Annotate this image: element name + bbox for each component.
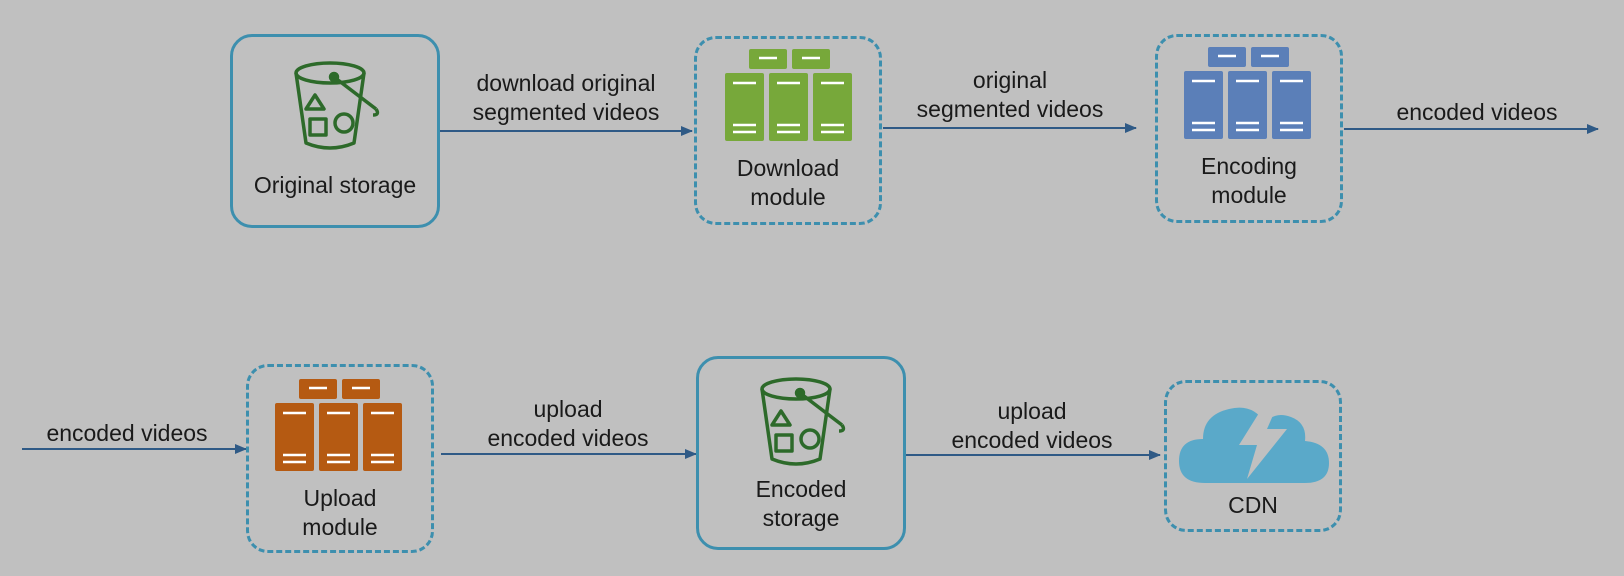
- server-rack-icon: [725, 49, 852, 141]
- bucket-icon: [294, 61, 380, 150]
- encoding-module-label: Encoding module: [1201, 153, 1297, 208]
- cdn-label: CDN: [1228, 492, 1278, 518]
- edge-label-upload-to-cdn: upload encoded videos: [951, 398, 1113, 453]
- server-rack-icon: [1184, 47, 1311, 139]
- encoded-storage-node[interactable]: Encoded storage: [696, 356, 906, 550]
- cdn-node[interactable]: CDN: [1164, 380, 1342, 532]
- original-storage-label: Original storage: [253, 172, 417, 198]
- original-storage-node[interactable]: Original storage: [230, 34, 440, 228]
- edge-label-download: download original segmented videos: [472, 70, 660, 125]
- edge-label-original-segmented: original segmented videos: [916, 67, 1104, 122]
- upload-module-label: Upload module: [302, 485, 378, 540]
- bucket-icon: [760, 377, 846, 466]
- edge-label-upload-to-storage: upload encoded videos: [487, 396, 649, 451]
- upload-module-node[interactable]: Upload module: [246, 364, 434, 553]
- edge-label-encoded-out: encoded videos: [1396, 99, 1558, 125]
- download-module-label: Download module: [736, 155, 840, 210]
- server-rack-icon: [275, 379, 402, 471]
- download-module-node[interactable]: Download module: [694, 36, 882, 225]
- cloud-lightning-icon: [1179, 397, 1329, 483]
- encoded-storage-label: Encoded storage: [755, 476, 847, 531]
- encoding-module-node[interactable]: Encoding module: [1155, 34, 1343, 223]
- edge-label-encoded-in: encoded videos: [46, 420, 208, 446]
